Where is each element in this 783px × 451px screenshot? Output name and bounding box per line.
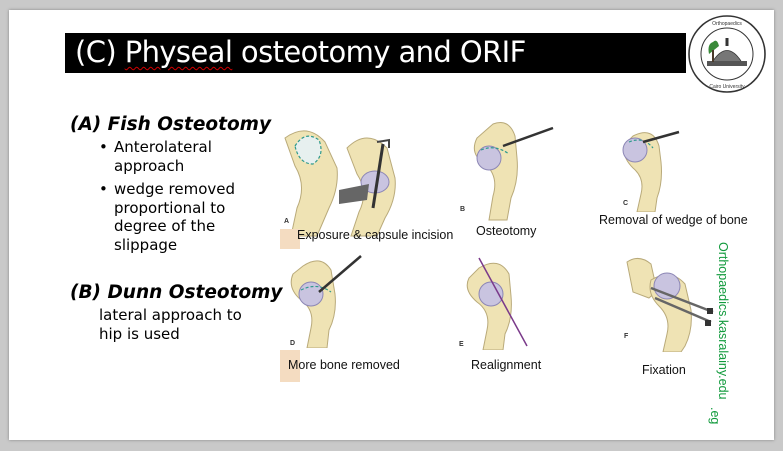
- figure-a-illustration: [284, 130, 396, 237]
- site-line-2: .eg: [708, 407, 722, 425]
- title-prefix: (C): [75, 35, 125, 69]
- dunn-osteotomy-heading: (B) Dunn Osteotomy: [70, 282, 283, 303]
- figure-a-label-bg: [280, 229, 300, 249]
- figure-a-letter: A: [284, 218, 290, 225]
- title-underlined-word: Physeal: [124, 35, 233, 69]
- title-rest: osteotomy and ORIF: [232, 35, 526, 69]
- figure-d-caption: More bone removed: [288, 358, 400, 372]
- figure-f-caption: Fixation: [642, 363, 686, 377]
- figure-c-letter: C: [623, 200, 629, 207]
- figure-e-caption: Realignment: [471, 358, 542, 372]
- slide-title: (C) Physeal osteotomy and ORIF: [75, 35, 526, 69]
- figure-a-caption: Exposure & capsule incision: [297, 228, 454, 242]
- svg-text:Orthopaedics: Orthopaedics: [712, 21, 742, 27]
- figure-f-illustration: [626, 258, 714, 352]
- fish-bullet-2: wedge removed proportional to degree of …: [97, 180, 262, 254]
- svg-text:Cairo University: Cairo University: [709, 84, 745, 90]
- fish-osteotomy-heading: (A) Fish Osteotomy: [70, 114, 271, 135]
- university-seal-logo: Orthopaedics Cairo University: [688, 15, 766, 93]
- title-bar: (C) Physeal osteotomy and ORIF: [65, 33, 686, 73]
- figure-d-illustration: [290, 255, 362, 348]
- figure-e-illustration: [466, 257, 528, 350]
- figure-f-letter: F: [624, 333, 629, 340]
- slide: (C) Physeal osteotomy and ORIF Orthopaed…: [9, 10, 774, 440]
- figure-b-caption: Osteotomy: [476, 224, 537, 238]
- figure-c-illustration: [622, 130, 680, 212]
- figure-d-label-bg: [280, 350, 300, 382]
- figure-b-illustration: [473, 122, 554, 221]
- figure-e-letter: E: [459, 341, 464, 348]
- dunn-description: lateral approach to hip is used: [99, 306, 242, 343]
- fish-bullet-1: Anterolateral approach: [97, 138, 262, 175]
- fish-bullets: Anterolateral approach wedge removed pro…: [97, 138, 262, 254]
- figure-c-caption: Removal of wedge of bone: [599, 213, 748, 227]
- figure-d-letter: D: [290, 340, 296, 347]
- figure-b-letter: B: [460, 206, 466, 213]
